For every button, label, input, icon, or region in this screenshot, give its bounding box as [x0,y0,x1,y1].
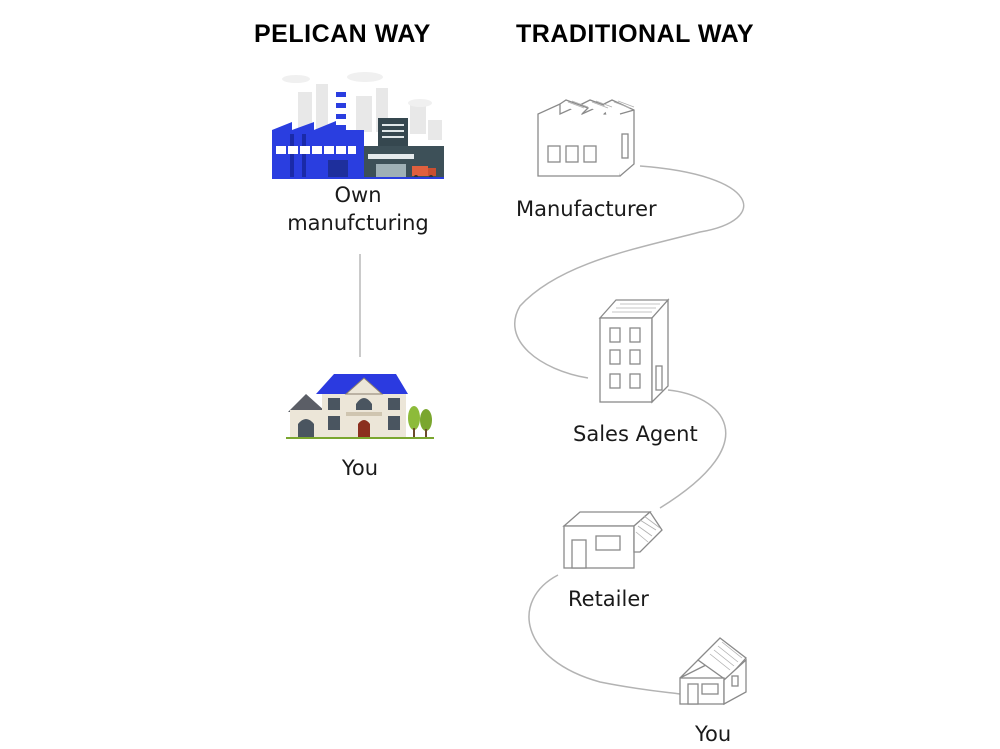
retailer-label: Retailer [568,587,649,611]
shop-icon [562,511,663,569]
home-outline-icon [679,637,747,706]
own-manufacturing-label-line1: Own [334,183,382,207]
pelican-way-heading: PELICAN WAY [254,20,431,48]
own-manufacturing-label-line2: manufcturing [287,211,429,235]
factory-icon [272,72,444,179]
house-icon [286,374,434,439]
pelican-you-label: You [341,456,379,480]
manufacturer-label: Manufacturer [516,197,657,221]
office-building-icon [598,298,670,404]
factory-outline-icon [537,99,635,177]
traditional-you-label: You [695,722,732,746]
traditional-way-heading: TRADITIONAL WAY [516,20,755,48]
sales-agent-label: Sales Agent [573,422,698,446]
traditional-path-line [514,165,745,695]
